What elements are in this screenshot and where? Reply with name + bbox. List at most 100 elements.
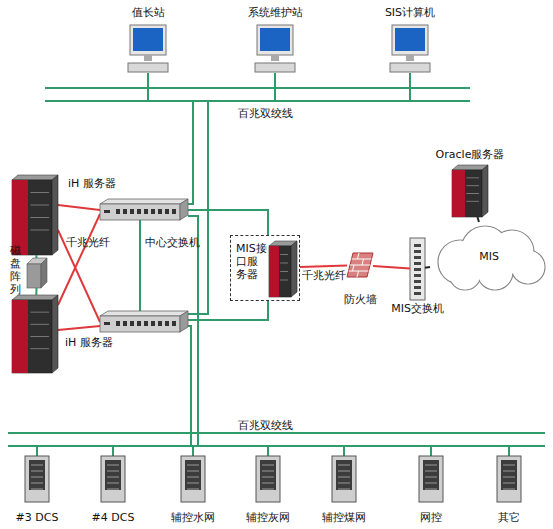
brick-line: [362, 259, 364, 265]
node-icon: [22, 456, 52, 502]
tower-icon: [12, 295, 58, 373]
device-slot: [31, 465, 43, 466]
server-side: [52, 295, 58, 373]
wire-label: 千兆光纤: [66, 236, 110, 249]
device-case: [419, 456, 443, 502]
server-slot: [280, 263, 288, 264]
device-slot: [107, 483, 119, 484]
server-panel: [12, 300, 28, 373]
disk-front: [27, 264, 41, 288]
keyboard: [255, 63, 295, 72]
top-bus-line: [45, 100, 470, 102]
mis-link-wire: [188, 210, 268, 235]
server-side: [482, 165, 488, 217]
drop-wire: [112, 446, 114, 456]
server-body: [269, 246, 291, 297]
switch-top: [100, 311, 188, 316]
device-slot: [503, 477, 515, 478]
node-label: #3 DCS: [16, 511, 59, 524]
device-slot: [107, 465, 119, 466]
node-label: 辅控灰网: [246, 511, 290, 524]
tower-icon: [12, 175, 58, 255]
monitor-stand: [144, 55, 152, 61]
monitor-icon: [390, 25, 430, 72]
device-panel: [501, 460, 517, 490]
drop-wire: [508, 446, 510, 456]
disk-icon: [27, 258, 47, 288]
cloud-fill: [512, 251, 544, 283]
server-tower: iH 服务器: [12, 175, 58, 255]
switch-port: [414, 244, 421, 247]
node-label: 网控: [420, 511, 442, 524]
tower-icon: [452, 165, 488, 217]
monitor-icon: [128, 25, 168, 72]
device-case: [332, 456, 356, 502]
node-label: 其它: [498, 511, 520, 524]
monitor-screen: [260, 28, 290, 51]
device-panel: [105, 460, 121, 490]
server-panel: [452, 170, 465, 217]
node-label: 磁盘阵列: [10, 244, 22, 296]
server-panel: [12, 180, 28, 255]
server-panel: [269, 246, 279, 297]
server-slot: [30, 230, 49, 231]
device-slot: [503, 471, 515, 472]
server-tower: iH 服务器: [12, 295, 58, 373]
device-slot: [262, 477, 274, 478]
device-slot: [107, 489, 119, 490]
node-icon: [452, 165, 488, 217]
workstation: 系统维护站: [255, 25, 295, 73]
wire-label: 百兆双绞线: [238, 419, 293, 432]
node-icon: [12, 295, 58, 373]
server-slot: [280, 271, 288, 272]
device-slot: [503, 489, 515, 490]
control-system: #3 DCS: [22, 456, 52, 502]
rack-icon: [25, 456, 49, 502]
node-icon: [12, 175, 58, 255]
node-icon: [416, 456, 446, 502]
uplink-wire: [188, 101, 193, 204]
boxsrv-icon: [269, 241, 297, 297]
device-panel: [336, 460, 352, 490]
rack-icon: [419, 456, 443, 502]
drop-wire: [192, 446, 194, 456]
monitor-icon: [255, 25, 295, 72]
server-slot: [30, 336, 49, 337]
device-slot: [187, 465, 199, 466]
control-system: 辅控水网: [178, 456, 208, 502]
switch-port: [414, 274, 421, 277]
node-icon: [253, 456, 283, 502]
connector-line: [477, 217, 478, 222]
connector-line: [425, 266, 430, 269]
switch-top: [100, 199, 188, 204]
node-label: 值长站: [132, 6, 165, 19]
interface-server-box: MIS接口服务器: [230, 235, 300, 301]
downlink-wire: [188, 326, 191, 446]
device-slot: [338, 489, 350, 490]
control-system: #4 DCS: [98, 456, 128, 502]
rack-icon: [332, 456, 356, 502]
switch-front: [100, 316, 180, 332]
server-slot: [30, 192, 49, 193]
connector-line: [35, 288, 37, 295]
node-label: 辅控水网: [171, 511, 215, 524]
device-slot: [187, 483, 199, 484]
server-slot: [30, 312, 49, 313]
monitor-bezel: [130, 25, 166, 55]
server-slot: [466, 193, 479, 194]
firewall-wall: [347, 253, 373, 277]
server-slot: [466, 185, 479, 186]
fiber-line: [58, 205, 100, 210]
wire-label: 中心交换机: [145, 236, 200, 249]
device-panel: [185, 460, 201, 490]
node-label: SIS计算机: [385, 6, 435, 19]
rack-icon: [181, 456, 205, 502]
server-slot: [466, 201, 479, 202]
switch-body: [410, 238, 425, 300]
switch-port: [414, 280, 421, 283]
server-slot: [30, 217, 49, 218]
device-slot: [187, 477, 199, 478]
device-slot: [338, 465, 350, 466]
green-wires: [8, 73, 545, 456]
